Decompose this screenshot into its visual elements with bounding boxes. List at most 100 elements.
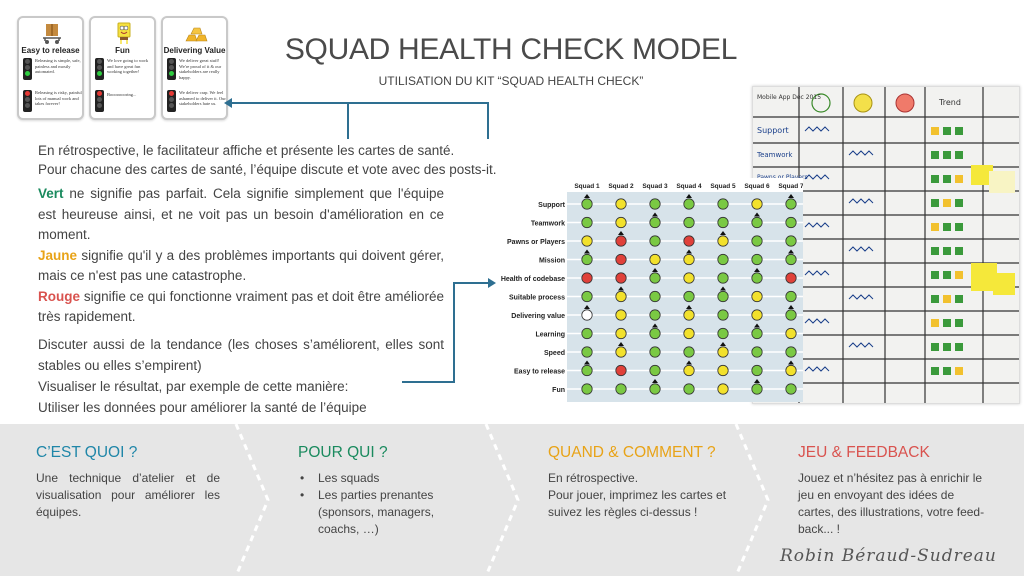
health-dot: [785, 235, 797, 247]
green-meaning: Vert ne signifie pas parfait. Cela signi…: [38, 184, 444, 246]
board-postit-mark: [943, 319, 951, 327]
health-dot: [649, 216, 661, 229]
red-label: Rouge: [38, 288, 80, 304]
health-dot: [683, 198, 695, 210]
health-dot: [649, 364, 661, 377]
card-fun: Fun We love going to work and have great…: [89, 16, 156, 120]
health-dot: [615, 216, 627, 229]
list-item: Les parties prenantes (sponsors, manager…: [298, 487, 458, 538]
section-when: QUAND & COMMENT ? En rétrospective. Pour…: [548, 444, 744, 521]
board-postit-mark: [931, 223, 939, 231]
health-dot: [615, 198, 627, 210]
health-dot: [649, 235, 661, 247]
health-dot: [615, 327, 627, 340]
trend-arrow-icon: [686, 194, 692, 198]
board-postit-mark: [955, 223, 963, 231]
grid-row-label: Teamwork: [531, 221, 565, 228]
board-postit-mark: [931, 199, 939, 207]
health-dot: [615, 383, 627, 395]
health-dot: [717, 309, 729, 321]
section-feedback-title: JEU & FEEDBACK: [798, 444, 930, 461]
health-dot: [649, 198, 661, 210]
health-dot: [751, 198, 763, 210]
trend-arrow-icon: [652, 323, 658, 328]
grid-row-label: Health of codebase: [501, 276, 565, 283]
section-feedback-text: Jouez et n’hésitez pas à enrichir le jeu…: [798, 471, 985, 536]
health-dot: [649, 327, 661, 340]
board-header-left: Mobile App Dec 2015: [757, 94, 821, 101]
board-postit-mark: [955, 343, 963, 351]
health-dot: [683, 327, 695, 340]
board-postits: [971, 165, 1015, 295]
trend-arrow-icon: [754, 212, 760, 217]
health-dot: [581, 198, 593, 210]
board-postit-mark: [955, 319, 963, 327]
board-postit-mark: [955, 175, 963, 183]
traffic-light-red-icon: [167, 90, 176, 112]
board-postit-mark: [943, 343, 951, 351]
health-dot: [717, 253, 729, 266]
health-dot: [751, 253, 763, 266]
board-postit-mark: [943, 247, 951, 255]
health-dot: [683, 364, 695, 377]
grid-column-header: Squad 3: [642, 183, 668, 190]
health-dot: [649, 253, 661, 266]
section-when-line-1: En rétrospective.: [548, 471, 639, 485]
section-who-title: POUR QUI ?: [298, 444, 388, 461]
grid-row-label: Pawns or Players: [507, 239, 565, 246]
board-postit-mark: [931, 271, 939, 279]
section-when-title: QUAND & COMMENT ?: [548, 444, 716, 461]
grid-column-header: Squad 6: [744, 183, 770, 190]
grid-row-label: Delivering value: [511, 313, 565, 320]
grid-row-label: Easy to release: [514, 369, 565, 376]
health-dot: [717, 364, 729, 377]
health-dot: [717, 346, 729, 358]
health-dot: [785, 346, 797, 358]
grid-row-label: Fun: [552, 387, 565, 394]
trend-arrow-icon: [618, 342, 624, 346]
health-dot: [581, 346, 593, 358]
board-postit-mark: [955, 247, 963, 255]
board-postit-mark: [955, 271, 963, 279]
grid-row-label: Support: [538, 202, 565, 209]
trend-arrow-icon: [652, 268, 658, 272]
board-postit-mark: [931, 367, 939, 375]
health-dot: [649, 383, 661, 395]
trend-arrow-icon: [686, 360, 692, 365]
board-vote-scribble: [848, 294, 874, 300]
card-delivering-value: Delivering Value We deliver great stuff!…: [161, 16, 228, 120]
health-dot: [785, 327, 797, 340]
board-vote-scribble: [848, 342, 874, 348]
trend-arrow-icon: [754, 323, 760, 328]
grid-row-label: Speed: [544, 350, 565, 357]
sponge-character-icon: [117, 22, 131, 44]
intro-line-1: En rétrospective, le facilitateur affich…: [38, 143, 455, 158]
trend-arrow-icon: [788, 249, 794, 254]
grid-column-header: Squad 2: [608, 183, 634, 190]
board-postit-mark: [955, 295, 963, 303]
health-dot: [785, 198, 797, 210]
yellow-label: Jaune: [38, 247, 78, 263]
board-vote-scribble: [848, 150, 874, 156]
board-row-support: Support: [757, 126, 789, 135]
health-dot: [683, 272, 695, 284]
section-when-line-2: Pour jouer, imprimez les cartes et suive…: [548, 488, 727, 519]
board-vote-scribble: [804, 366, 830, 372]
trend-arrow-icon: [618, 286, 624, 291]
board-postit-mark: [943, 175, 951, 183]
page-subtitle: UTILISATION DU KIT “SQUAD HEALTH CHECK”: [378, 74, 644, 88]
board-row-teamwork: Teamwork: [756, 151, 793, 159]
board-vote-scribble: [804, 318, 830, 324]
card-bad-text: We deliver crap. We feel ashamed to deli…: [179, 90, 226, 106]
trend-arrow-icon: [584, 249, 590, 254]
traffic-light-green-icon: [167, 58, 176, 80]
health-dot: [751, 216, 763, 229]
board-postit-mark: [943, 295, 951, 303]
trend-line-1: Discuter aussi de la tendance (les chose…: [38, 337, 444, 373]
color-meaning: Vert ne signifie pas parfait. Cela signi…: [38, 184, 444, 328]
board-vote-scribble: [804, 126, 830, 132]
board-postit-mark: [955, 367, 963, 375]
health-dot: [615, 364, 627, 377]
traffic-light-green-icon: [23, 58, 32, 80]
